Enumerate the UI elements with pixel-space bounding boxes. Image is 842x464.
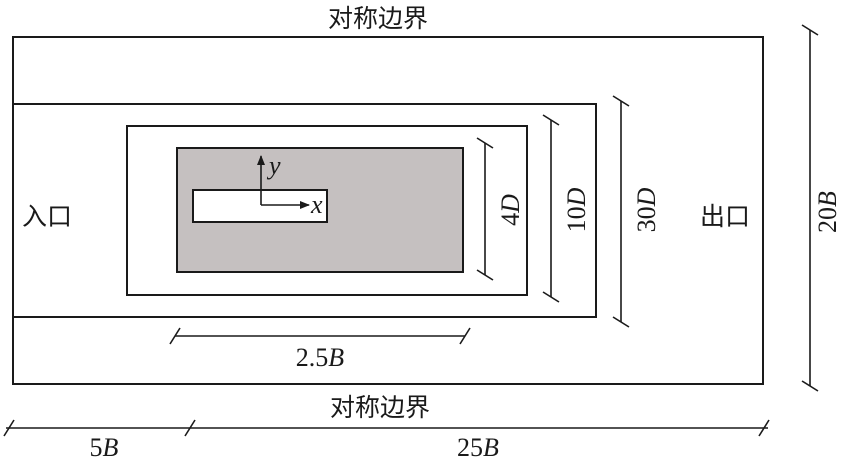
dim-tick-inner-width-left (169, 327, 181, 345)
y-axis-label: y (266, 151, 281, 180)
dim-tick-wake-height-top (612, 95, 630, 107)
wake-refinement-box (12, 103, 597, 318)
dim-tick-inner-height-bottom (476, 269, 494, 281)
outlet-label: 出口 (700, 202, 750, 231)
upstream-length-label: 5B (90, 433, 119, 459)
middle-height-label: 10D (562, 187, 591, 232)
wake-height-label: 30D (632, 187, 661, 232)
dim-tick-wake-height-bottom (612, 316, 630, 328)
dim-tick-middle-height-bottom (542, 291, 560, 303)
dim-tick-inner-width-right (459, 327, 471, 345)
inlet-label: 入口 (22, 202, 72, 231)
inner-height-label: 4D (496, 194, 525, 226)
domain-height-label: 20B (813, 191, 842, 233)
x-axis-label: x (310, 190, 323, 219)
dim-tick-domain-height-bottom (801, 380, 819, 392)
top-boundary-label: 对称边界 (328, 4, 428, 33)
dim-tick-domain-height-top (801, 24, 819, 36)
dim-tick-domain-length-right (758, 419, 770, 437)
dim-tick-domain-length-mid (184, 419, 196, 437)
bridge-deck-section (192, 189, 328, 223)
dim-tick-middle-height-top (542, 114, 560, 126)
bottom-boundary-label: 对称边界 (330, 393, 430, 422)
dim-tick-inner-height-top (476, 137, 494, 149)
dim-tick-domain-length-left (3, 419, 15, 437)
middle-refinement-box (126, 125, 528, 296)
downstream-length-label: 25B (457, 433, 499, 459)
inner-width-label: 2.5B (296, 343, 345, 372)
